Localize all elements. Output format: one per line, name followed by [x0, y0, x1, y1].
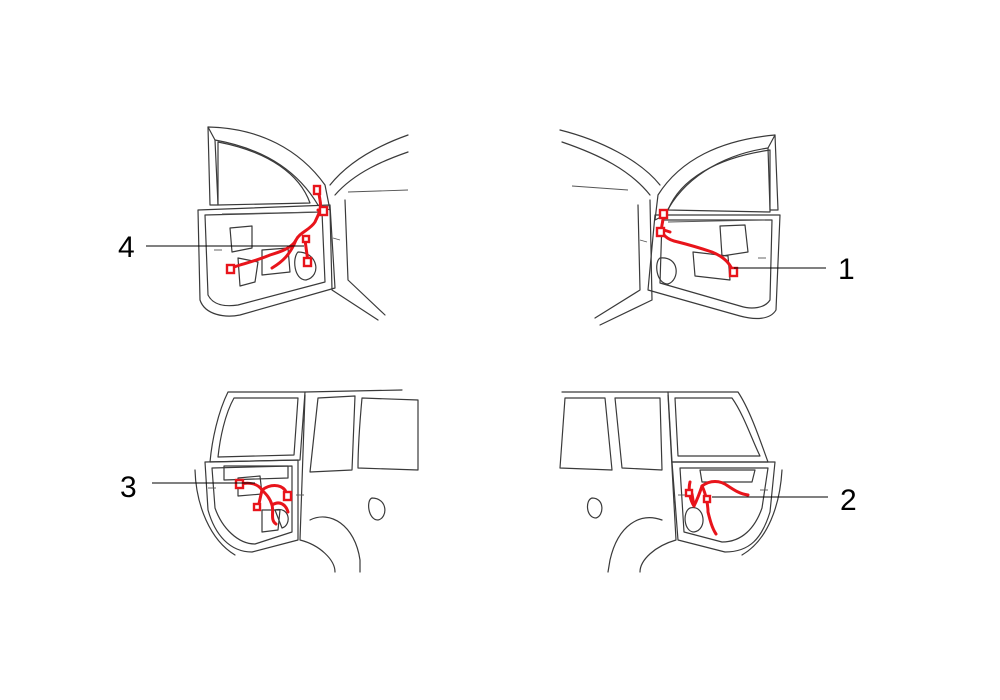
front-right-door-illustration — [559, 129, 781, 326]
callout-rear-right: 2 — [840, 484, 857, 517]
callout-front-left: 4 — [118, 231, 135, 264]
callout-rear-left: 3 — [120, 471, 137, 504]
front-left-door-illustration — [197, 126, 409, 321]
rear-right-door-illustration — [559, 391, 783, 573]
rear-left-door-illustration — [194, 389, 419, 573]
callout-front-right: 1 — [838, 253, 855, 286]
